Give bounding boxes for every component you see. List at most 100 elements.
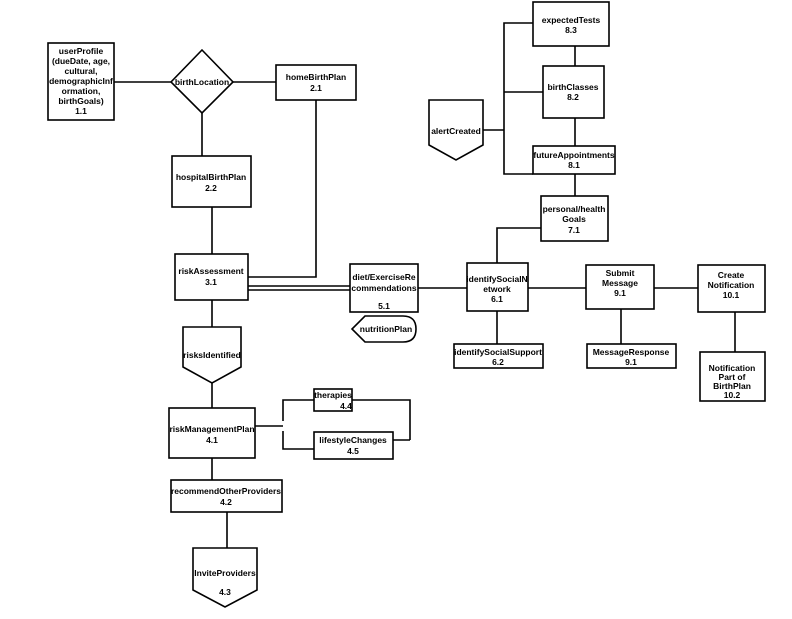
node-birth-location: birthLocation (169, 48, 235, 115)
node-text-line: etwork (483, 284, 511, 294)
node-text-line: personal/health (543, 204, 606, 214)
node-text-line: 8.2 (567, 92, 579, 102)
svg-text:risksIdentified: risksIdentified (183, 350, 241, 360)
node-text-line: 1.1 (75, 106, 87, 116)
svg-text:alertCreated: alertCreated (431, 126, 481, 136)
node-text-line: userProfile (59, 46, 104, 56)
node-text-line: diet/ExerciseRe (352, 272, 416, 282)
node-text-line: recommendOtherProviders (171, 486, 281, 496)
node-text-line: 2.2 (205, 183, 217, 193)
node-text-line: commendations (351, 283, 416, 293)
node-text-line: 10.1 (723, 290, 740, 300)
node-text-line: risksIdentified (183, 350, 241, 360)
edge-riskmanagement-therapies (282, 399, 314, 421)
node-text-line: homeBirthPlan (286, 72, 346, 82)
svg-text:userProfile(dueDate, age,cultu: userProfile(dueDate, age,cultural,demogr… (49, 46, 113, 116)
node-text-line: 6.1 (491, 294, 503, 304)
node-text-line: 3.1 (205, 277, 217, 287)
node-text-line: Notification (708, 280, 755, 290)
node-text-line: birthLocation (175, 77, 229, 87)
node-text-line: 7.1 (568, 225, 580, 235)
node-text-line: cultural, (64, 66, 97, 76)
node-text-line: MessageResponse (593, 347, 670, 357)
node-text-line: 4.5 (347, 446, 359, 456)
node-alert-created: alertCreated (428, 99, 484, 161)
svg-text:nutritionPlan: nutritionPlan (360, 324, 412, 334)
node-risks-identified: risksIdentified (182, 326, 242, 384)
node-text-line: 9.1 (614, 288, 626, 298)
node-text-line: 10.2 (724, 390, 741, 400)
node-text-line: 8.3 (565, 25, 577, 35)
node-text-line: lifestyleChanges (319, 435, 387, 445)
node-text-line: birthGoals) (58, 96, 104, 106)
node-text-line: nutritionPlan (360, 324, 412, 334)
node-text-line: BirthPlan (713, 381, 751, 391)
node-nutrition-plan: nutritionPlan (350, 315, 417, 343)
connectors (114, 22, 736, 548)
node-text-line: 4.2 (220, 497, 232, 507)
node-text-line: expectedTests (542, 15, 601, 25)
node-text-line: 4.4 (340, 401, 352, 411)
edge-riskmanagement-lifestyle (282, 431, 314, 450)
node-text-line: 6.2 (492, 357, 504, 367)
node-text-line: ormation, (62, 86, 101, 96)
node-text-line: 4.1 (206, 435, 218, 445)
node-text-line: Notification (709, 363, 756, 373)
node-text-line: Message (602, 278, 638, 288)
node-text-line: riskAssessment (178, 266, 243, 276)
node-user-profile: userProfile(dueDate, age,cultural,demogr… (47, 42, 115, 121)
node-text-line: Goals (562, 214, 586, 224)
node-text-line: futureAppointments (533, 150, 614, 160)
node-text-line: Submit (606, 268, 635, 278)
node-text-line: demographicInf (49, 76, 113, 86)
node-text-line: 5.1 (378, 301, 390, 311)
node-text-line: 9.1 (625, 357, 637, 367)
edge-therapies-lifestyle (352, 399, 411, 440)
node-text-line: (dueDate, age, (52, 56, 110, 66)
node-text-line: identifySocialN (466, 274, 527, 284)
node-text-line: 2.1 (310, 83, 322, 93)
node-text-line: therapies (314, 390, 352, 400)
node-text-line: 8.1 (568, 160, 580, 170)
node-text-line: hospitalBirthPlan (176, 172, 246, 182)
node-text-line: InviteProviders (194, 568, 256, 578)
node-text-line: alertCreated (431, 126, 481, 136)
node-text-line: identifySocialSupport (454, 347, 542, 357)
edge-trunk-expectedtests (503, 22, 533, 175)
edge-homebirthplan-riskassessment (248, 100, 317, 278)
